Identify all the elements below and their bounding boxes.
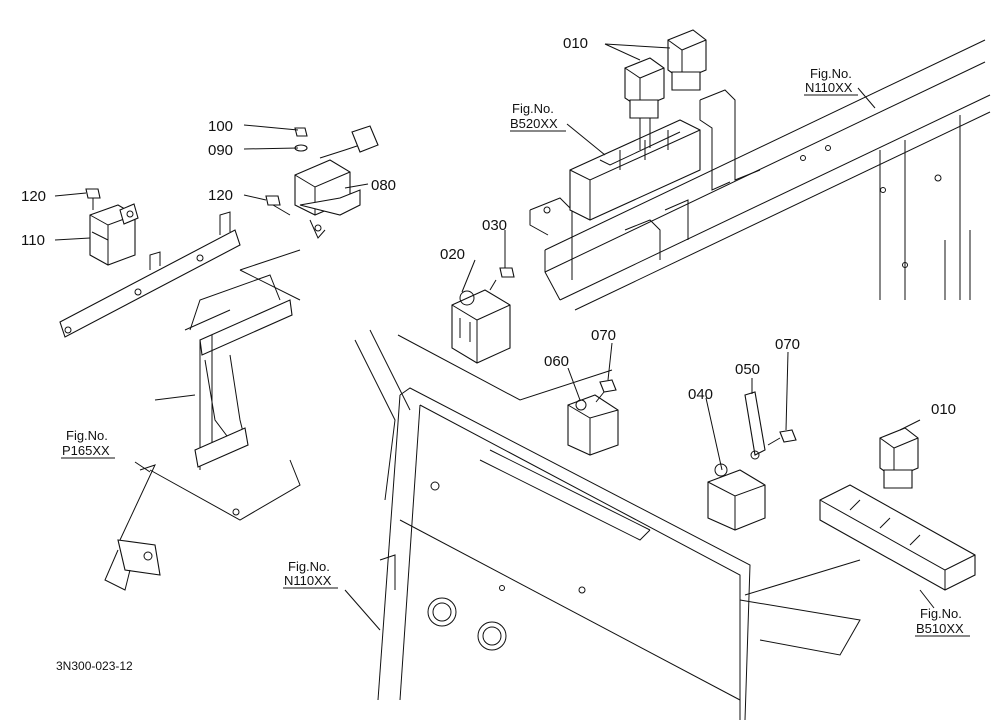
bolt-070-middle xyxy=(595,379,617,403)
relay-010-top-left xyxy=(624,57,665,150)
callout-060: 060 xyxy=(544,353,569,370)
callout-090: 090 xyxy=(208,142,233,159)
callout-080: 080 xyxy=(371,177,396,194)
callout-100: 100 xyxy=(208,118,233,135)
leader-lines xyxy=(54,43,935,631)
upper-frame-rail xyxy=(529,39,991,311)
fig-ref-b520-title: Fig.No. xyxy=(512,101,554,116)
strap-050 xyxy=(744,391,766,460)
fig-ref-b510-title: Fig.No. xyxy=(920,606,962,621)
callout-030: 030 xyxy=(482,217,507,234)
fig-ref-p165-title: Fig.No. xyxy=(66,428,108,443)
fig-ref-n110-bottom-title: Fig.No. xyxy=(288,559,330,574)
callout-110: 110 xyxy=(21,232,45,249)
bolt-120-left xyxy=(85,188,101,210)
relay-box-b520 xyxy=(569,119,701,260)
relay-010-top-right xyxy=(667,29,707,91)
fig-ref-p165-code: P165XX xyxy=(62,443,110,458)
fig-ref-n110-bottom-code: N110XX xyxy=(284,573,332,588)
lower-frame-panel xyxy=(354,329,861,721)
relay-box-b510 xyxy=(819,484,976,591)
callout-070-right: 070 xyxy=(775,336,800,353)
callout-120-left: 120 xyxy=(21,188,46,205)
fig-ref-b510-code: B510XX xyxy=(916,621,964,636)
callout-020: 020 xyxy=(440,246,465,263)
relay-020 xyxy=(451,289,511,364)
mounting-bracket-assembly xyxy=(59,211,301,521)
solenoid-080 xyxy=(294,125,379,239)
nut-100 xyxy=(294,127,308,137)
fig-ref-n110-top-title: Fig.No. xyxy=(810,66,852,81)
bolt-030 xyxy=(489,267,515,291)
callout-010-top: 010 xyxy=(563,35,588,52)
callout-050: 050 xyxy=(735,361,760,378)
relay-110 xyxy=(89,203,139,266)
bolt-120-center xyxy=(265,195,291,216)
fig-ref-n110-top-code: N110XX xyxy=(805,80,853,95)
flasher-060 xyxy=(567,394,619,456)
callout-040: 040 xyxy=(688,386,713,403)
callout-120-center: 120 xyxy=(208,187,233,204)
bolt-070-right xyxy=(767,429,797,446)
unit-040 xyxy=(707,463,766,531)
callout-070-middle: 070 xyxy=(591,327,616,344)
diagram-code: 3N300-023-12 xyxy=(56,659,133,673)
relay-010-right xyxy=(879,427,919,489)
lever-p165 xyxy=(104,464,161,591)
fig-ref-b520-code: B520XX xyxy=(510,116,558,131)
callout-010-right: 010 xyxy=(931,401,956,418)
